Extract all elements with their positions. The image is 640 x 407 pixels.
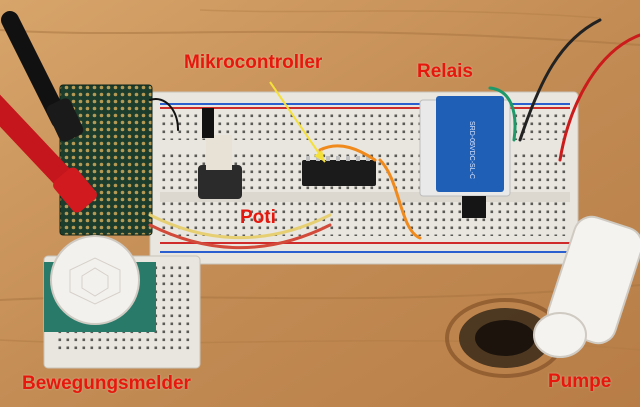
pump [533,215,640,358]
label-poti: Poti [240,207,276,228]
svg-text:SRD-05VDC-SL-C: SRD-05VDC-SL-C [468,121,475,179]
label-mikrocontroller: Mikrocontroller [184,52,323,73]
annotation-arrow [269,81,326,163]
motion-sensor [44,235,156,332]
label-bewegungsmelder: Bewegungsmelder [22,373,191,394]
label-pumpe: Pumpe [548,371,612,392]
microcontroller-chip [302,156,376,186]
relay-module: SRD-05VDC-SL-C [419,96,511,218]
potentiometer [198,108,242,199]
wood-knot [445,298,565,378]
banana-plugs [0,11,97,213]
perfboard [59,84,153,236]
wires [148,18,640,250]
label-relais: Relais [417,61,473,82]
